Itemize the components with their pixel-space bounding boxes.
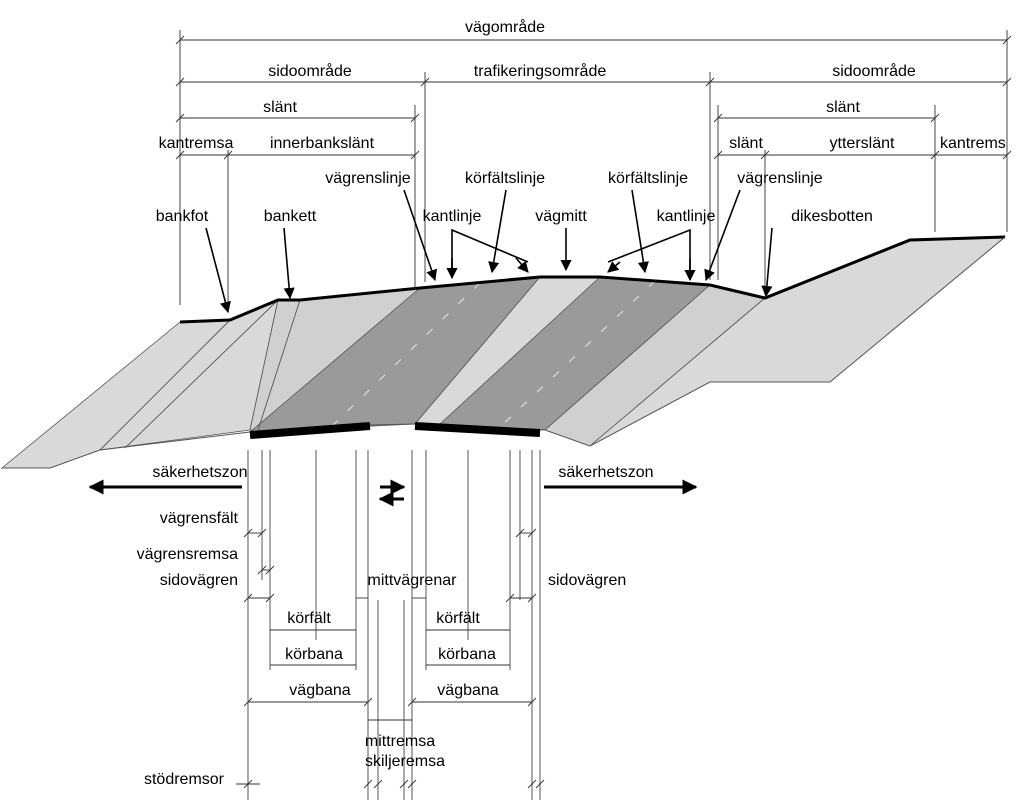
- label-vagbana-right: vägbana: [437, 682, 498, 699]
- label-kantremsa-left: kantremsa: [159, 135, 234, 152]
- label-vagmitt: vägmitt: [535, 208, 587, 225]
- label-kantlinje-right: kantlinje: [657, 208, 716, 225]
- label-sidovagren-left: sidovägren: [160, 572, 238, 589]
- label-korbana-left: körbana: [285, 646, 343, 663]
- label-skiljeremsa: skiljeremsa: [365, 753, 445, 770]
- label-vagbana-left: vägbana: [289, 682, 350, 699]
- label-sidoomrade-right: sidoområde: [832, 62, 916, 80]
- label-sakerhetszon-left: säkerhetszon: [152, 464, 247, 481]
- left-support-strip: [249, 422, 371, 439]
- label-mittvagrenar: mittvägrenar: [368, 572, 458, 589]
- label-vagrensfalt: vägrensfält: [160, 510, 239, 527]
- two-way-traffic-icon: [378, 479, 406, 507]
- label-vagrenslinje-right: vägrenslinje: [737, 170, 822, 187]
- road-surface: [0, 235, 1007, 469]
- top-dimensions: vägområde sidoområde trafikeringsområde …: [159, 18, 1012, 310]
- label-sidoomrade-left: sidoområde: [268, 62, 352, 80]
- label-sidovagren-right: sidovägren: [548, 572, 626, 589]
- road-profile-outline: [179, 235, 1006, 324]
- label-stodremsor: stödremsor: [144, 771, 225, 788]
- label-slant-right-top: slänt: [826, 99, 860, 116]
- label-vagrenslinje-left: vägrenslinje: [325, 170, 410, 187]
- label-dikesbotten: dikesbotten: [791, 208, 873, 225]
- label-korbana-right: körbana: [438, 646, 496, 663]
- label-innerbankslant: innerbankslänt: [270, 135, 375, 152]
- label-korfaltslinje-right: körfältslinje: [608, 170, 688, 187]
- label-korfaltslinje-left: körfältslinje: [465, 170, 545, 187]
- pointer-labels: vägrenslinje körfältslinje körfältslinje…: [156, 170, 873, 314]
- label-korfalt-left: körfält: [287, 610, 331, 627]
- label-slant-right: slänt: [729, 135, 763, 152]
- label-bankett: bankett: [264, 208, 317, 225]
- label-ytterslant: ytterslänt: [830, 135, 895, 152]
- bottom-dimensions: säkerhetszon säkerhetszon: [88, 450, 698, 800]
- label-trafikeringsomrade: trafikeringsområde: [474, 62, 607, 80]
- label-sakerhetszon-right: säkerhetszon: [558, 464, 653, 481]
- label-slant-left: slänt: [263, 99, 297, 116]
- label-mittremsa: mittremsa: [365, 733, 435, 750]
- right-support-strip: [414, 422, 541, 437]
- label-vagrensremsa: vägrensremsa: [137, 546, 238, 563]
- label-kantlinje-left: kantlinje: [423, 208, 482, 225]
- left-slope-surface: [0, 299, 279, 469]
- label-kantremsa-right: kantrems: [940, 135, 1006, 152]
- label-vagomrade: vägområde: [465, 18, 545, 36]
- label-korfalt-right: körfält: [436, 610, 480, 627]
- label-bankfot: bankfot: [156, 208, 209, 225]
